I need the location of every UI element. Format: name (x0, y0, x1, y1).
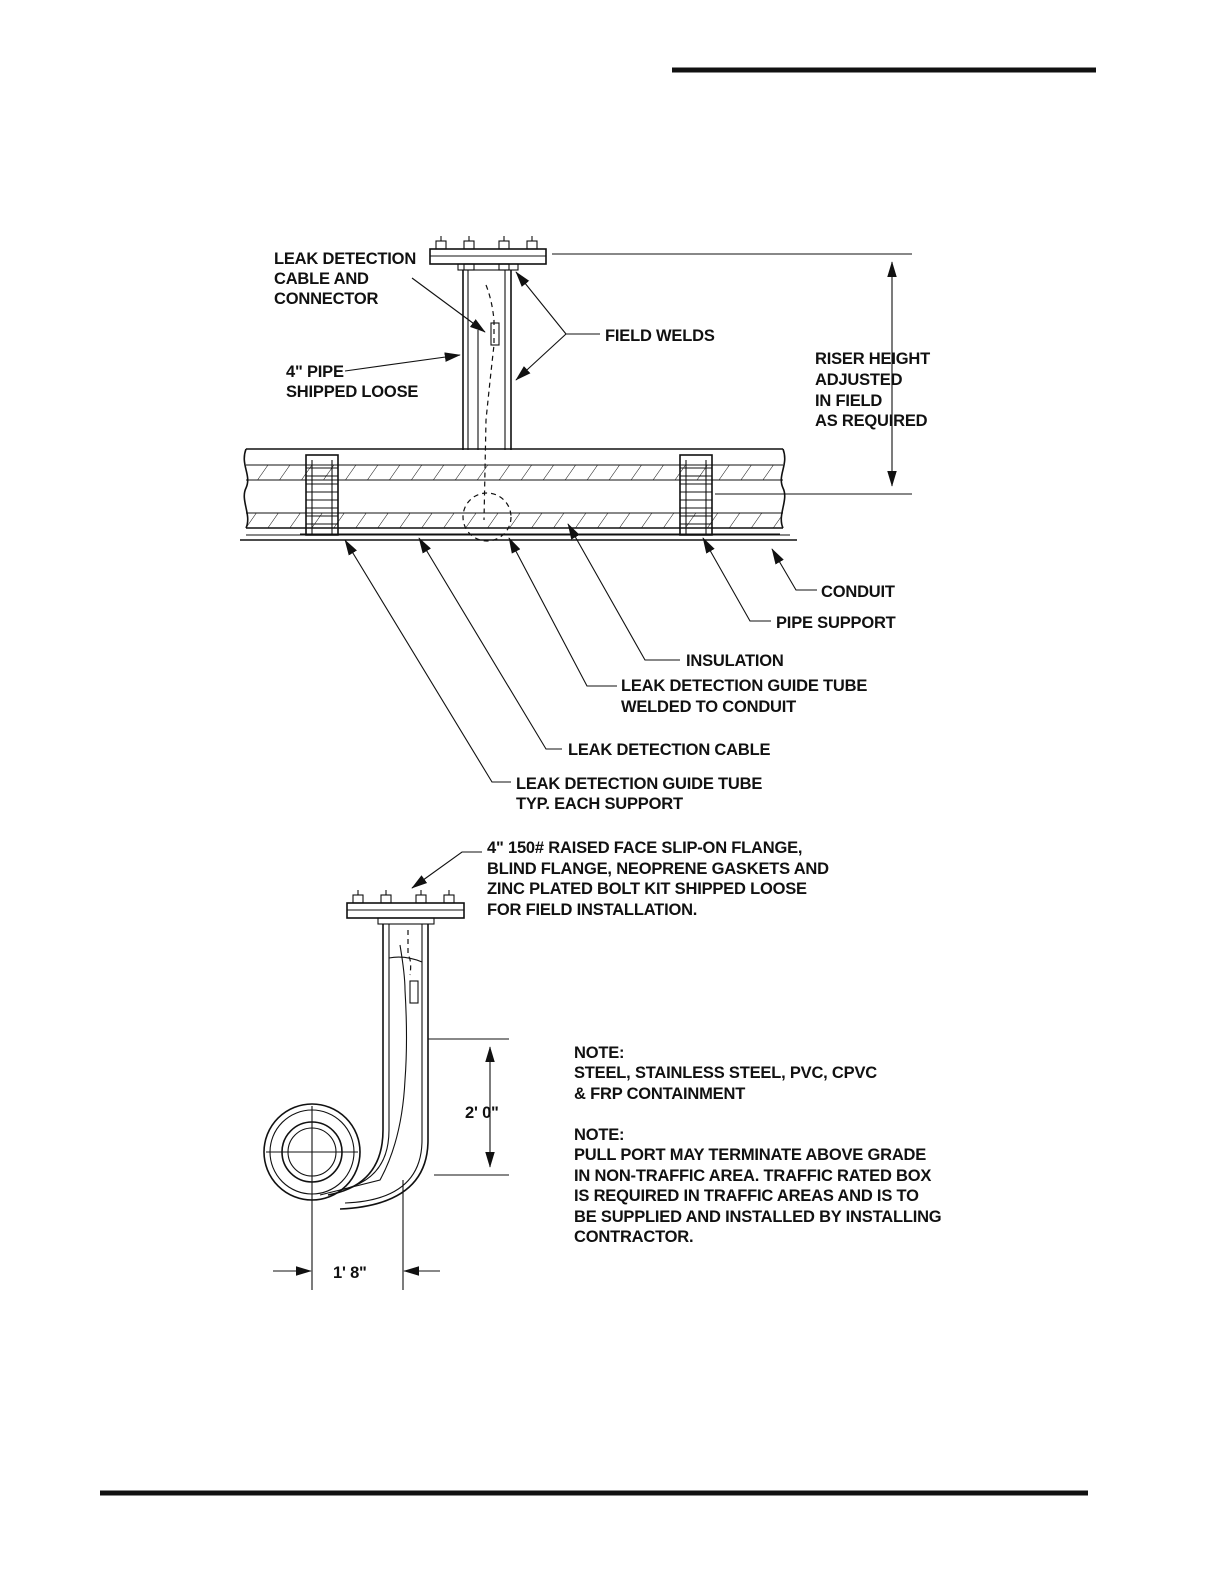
label-insulation: INSULATION (686, 652, 784, 670)
label-riser-height: RISER HEIGHT ADJUSTED IN FIELD AS REQUIR… (815, 350, 934, 430)
riser-height-dimension (552, 253, 912, 495)
label-field-welds: FIELD WELDS (605, 327, 715, 345)
riser-pipe (462, 270, 512, 521)
label-pipe-support: PIPE SUPPORT (776, 614, 896, 632)
dim-1ft8in-text: 1' 8" (333, 1264, 367, 1282)
label-flange-note: 4" 150# RAISED FACE SLIP-ON FLANGE, BLIN… (487, 839, 833, 919)
leader-lines-top (344, 271, 817, 783)
main-pipe (240, 448, 797, 542)
side-flange (346, 890, 465, 925)
label-conduit: CONDUIT (821, 583, 895, 601)
label-guide-tube-support: LEAK DETECTION GUIDE TUBE TYP. EACH SUPP… (516, 775, 767, 813)
flange-note-leader (411, 851, 482, 889)
label-leak-cable-connector: LEAK DETECTION CABLE AND CONNECTOR (274, 250, 420, 308)
pipe-support-left (305, 454, 339, 536)
dim-2ft-text: 2' 0" (465, 1104, 499, 1122)
note-pull-port: NOTE: PULL PORT MAY TERMINATE ABOVE GRAD… (574, 1126, 946, 1246)
top-view-drawing: LEAK DETECTION CABLE AND CONNECTOR 4" PI… (240, 236, 934, 813)
pipe-support-right (679, 454, 713, 536)
elbow-pipe (319, 924, 429, 1210)
top-flange (429, 236, 547, 271)
label-4in-pipe: 4" PIPE SHIPPED LOOSE (286, 363, 418, 401)
label-guide-tube-welded: LEAK DETECTION GUIDE TUBE WELDED TO COND… (621, 677, 872, 716)
dimension-1ft8in: 1' 8" (273, 1180, 440, 1290)
pipe-cross-section (263, 1103, 361, 1201)
dimension-2ft: 2' 0" (428, 1038, 509, 1176)
label-leak-cable: LEAK DETECTION CABLE (568, 741, 770, 759)
note-containment: NOTE: STEEL, STAINLESS STEEL, PVC, CPVC … (574, 1044, 881, 1103)
side-view-drawing: 2' 0" 1' 8" 4" 150# RAISED FACE SLIP-ON … (263, 839, 833, 1290)
